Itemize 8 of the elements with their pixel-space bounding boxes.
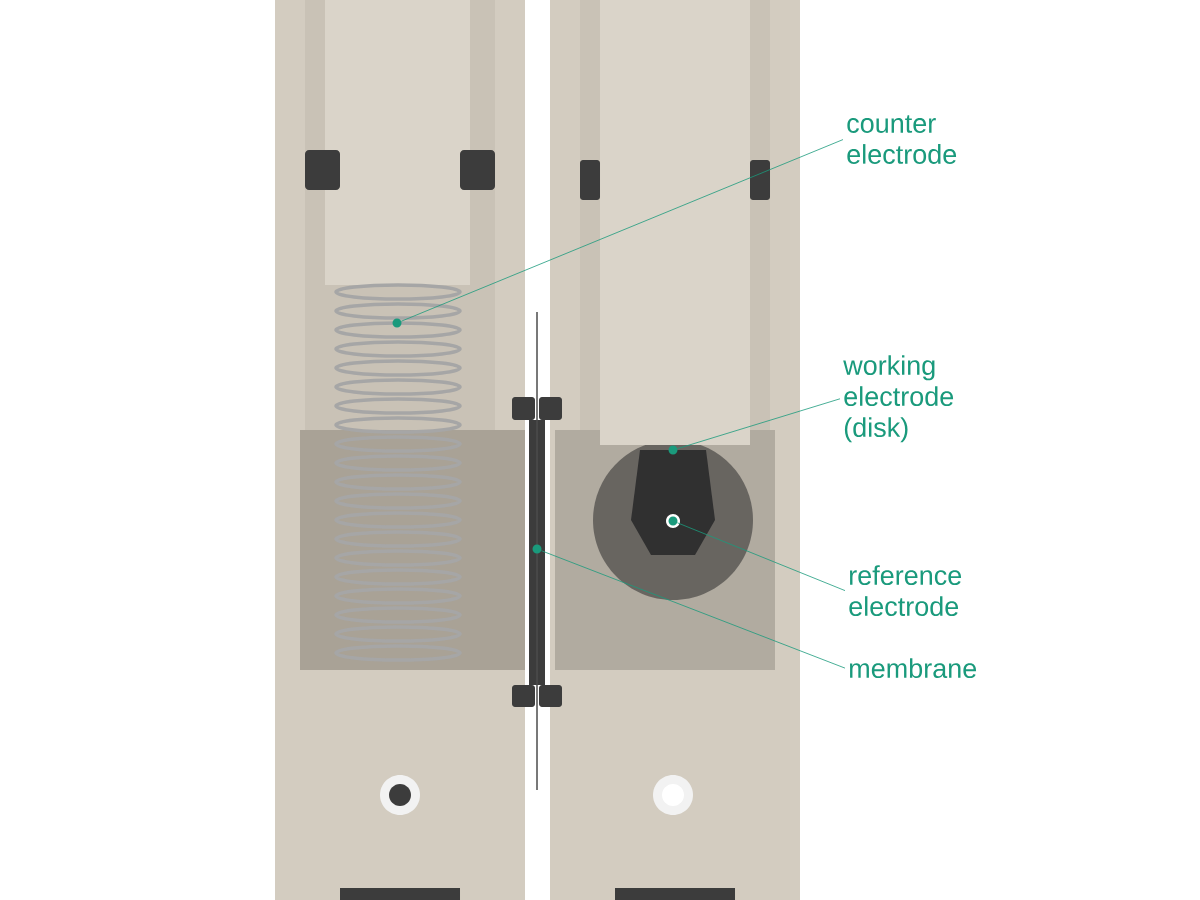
leader-line xyxy=(677,398,841,450)
callout-label: reference electrode xyxy=(849,565,962,616)
callout-label: membrane xyxy=(850,658,977,679)
leader-line xyxy=(400,139,844,322)
leader-line xyxy=(541,550,846,669)
callout-label: working electrode (disk) xyxy=(843,355,954,443)
leader-line xyxy=(676,522,846,591)
callout-label: counter electrode xyxy=(847,115,957,164)
